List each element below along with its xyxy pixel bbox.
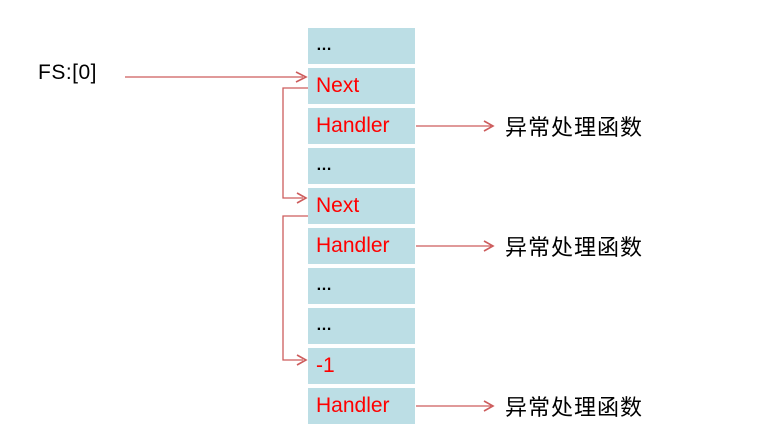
memory-column: … Next Handler … Next Handler … … -1 Han…: [308, 28, 415, 424]
fs0-pointer-label: FS:[0]: [38, 61, 98, 84]
fs0-arrow-head: [295, 71, 308, 83]
next2-to-minus1-arrow-head: [296, 354, 308, 366]
next2-to-minus1-arrow-line: [282, 215, 308, 361]
memory-cell-handler-1: Handler: [308, 108, 415, 144]
memory-cell-ellipsis-1: …: [308, 28, 415, 64]
handler-function-label-2: 异常处理函数: [505, 235, 644, 260]
memory-cell-handler-2: Handler: [308, 228, 415, 264]
memory-cell-ellipsis-3: …: [308, 268, 415, 304]
handler-function-label-1: 异常处理函数: [505, 115, 644, 140]
memory-cell-next-2: Next: [308, 188, 415, 224]
handler2-arrow-head: [483, 240, 495, 252]
memory-cell-next-1: Next: [308, 68, 415, 104]
handler3-arrow-head: [483, 400, 495, 412]
handler1-arrow-head: [483, 120, 495, 132]
handler-function-label-3: 异常处理函数: [505, 395, 644, 420]
memory-cell-ellipsis-4: …: [308, 308, 415, 344]
next1-to-next2-arrow-line: [282, 87, 308, 199]
memory-cell-ellipsis-2: …: [308, 148, 415, 184]
memory-cell-minus1: -1: [308, 348, 415, 384]
next1-to-next2-arrow-head: [296, 192, 308, 204]
memory-cell-handler-3: Handler: [308, 388, 415, 424]
